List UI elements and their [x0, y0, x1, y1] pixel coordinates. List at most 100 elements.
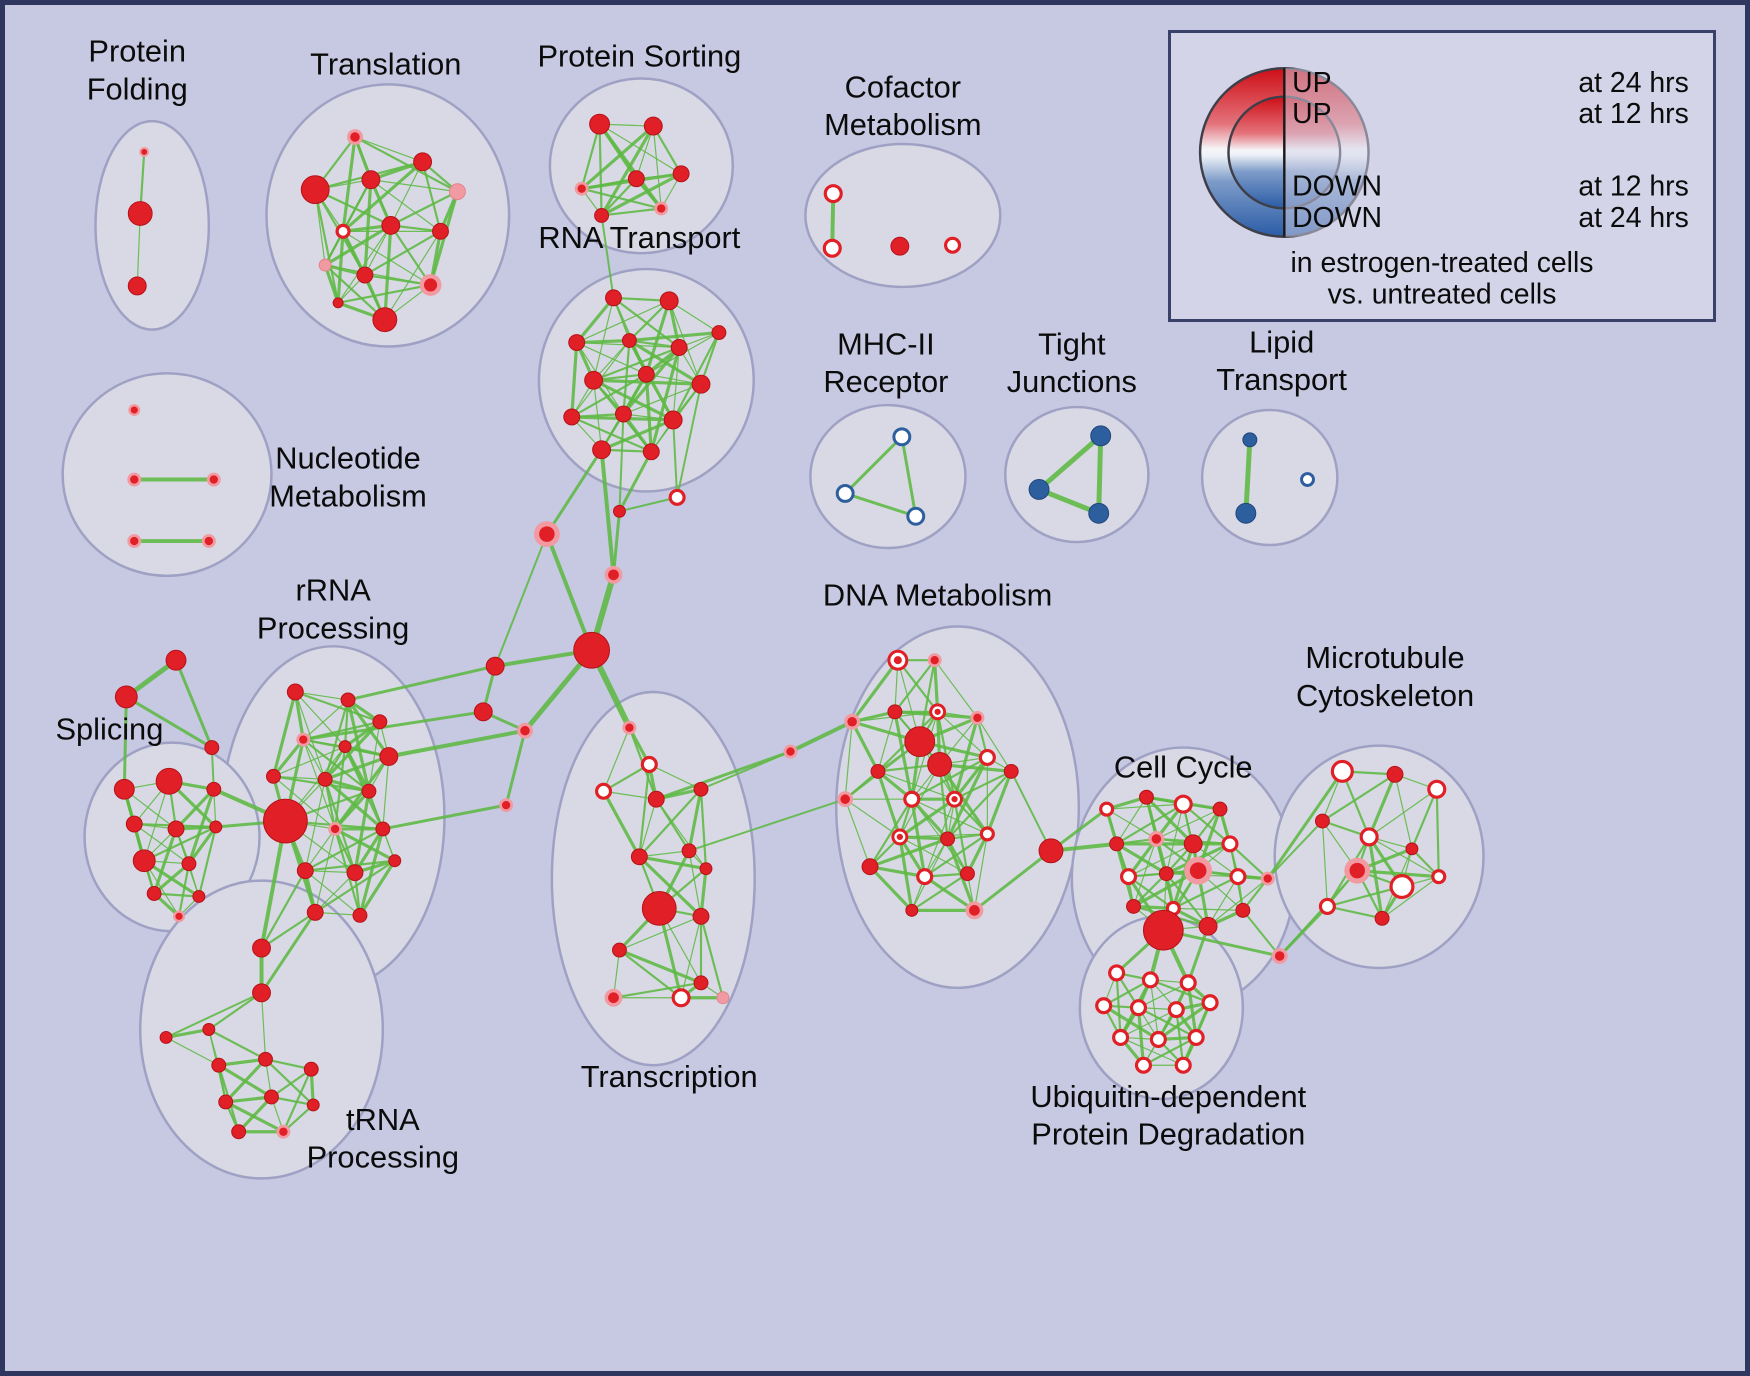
- edge: [1156, 1001, 1212, 1042]
- legend-term-down-12: DOWN: [1292, 171, 1382, 203]
- edge: [336, 283, 432, 304]
- node-r: [252, 983, 271, 1003]
- edge: [1341, 770, 1371, 839]
- node-b: [1090, 425, 1112, 447]
- edge: [580, 124, 655, 191]
- edge: [341, 160, 425, 233]
- edge: [592, 346, 681, 382]
- cluster-label-rrna-processing: Processing: [257, 610, 409, 645]
- node-r: [485, 656, 505, 676]
- node-r: [692, 907, 710, 925]
- edge: [844, 798, 871, 868]
- edge: [648, 763, 702, 790]
- node-br: [892, 427, 912, 447]
- edge: [938, 762, 989, 836]
- edge: [1136, 1006, 1146, 1067]
- edge: [1155, 808, 1221, 840]
- edge: [207, 991, 263, 1031]
- node-rr: [595, 782, 613, 800]
- edge: [260, 911, 317, 950]
- node-ph: [574, 181, 589, 196]
- edge: [304, 859, 396, 872]
- node-rr: [1187, 1028, 1205, 1046]
- edge: [323, 720, 382, 781]
- node-r: [647, 790, 665, 808]
- edge: [1186, 924, 1210, 985]
- node-ph: [604, 988, 623, 1007]
- node-r: [375, 821, 391, 837]
- node-r: [432, 222, 449, 240]
- node-p: [448, 183, 466, 201]
- edge: [384, 230, 442, 321]
- cluster-label-tight-junctions: Junctions: [1007, 364, 1137, 399]
- node-ph: [1184, 856, 1213, 885]
- edge: [342, 230, 432, 286]
- node-r: [699, 862, 713, 876]
- node-r: [584, 370, 604, 390]
- edge: [1010, 770, 1052, 852]
- node-r: [1038, 838, 1064, 864]
- edge: [575, 338, 632, 345]
- edge: [1171, 842, 1195, 910]
- node-ph: [1344, 857, 1371, 884]
- node-r: [1126, 898, 1141, 914]
- node-ph: [927, 653, 942, 668]
- node-r: [592, 440, 612, 460]
- edge: [304, 827, 384, 872]
- node-rr: [1173, 794, 1193, 814]
- edge: [687, 787, 703, 853]
- edge: [1241, 909, 1281, 958]
- legend-time-12b: at 12 hrs: [1578, 171, 1688, 203]
- edge: [570, 340, 579, 419]
- edge: [672, 418, 679, 499]
- edge: [844, 721, 853, 800]
- node-ph: [1271, 948, 1288, 964]
- edge: [294, 691, 349, 701]
- edge: [638, 763, 651, 858]
- edge: [618, 413, 625, 513]
- edge: [972, 849, 1053, 912]
- cluster-label-trna-processing: tRNA: [346, 1102, 420, 1137]
- node-r: [568, 334, 586, 351]
- edge: [601, 789, 641, 859]
- node-r: [296, 862, 314, 880]
- node-r: [940, 831, 956, 847]
- node-rr: [640, 755, 658, 773]
- edge: [389, 190, 459, 227]
- edge: [868, 837, 950, 869]
- edge: [868, 865, 914, 912]
- node-r: [637, 365, 655, 383]
- edge: [1321, 820, 1328, 907]
- node-rr: [1389, 874, 1415, 900]
- edge: [599, 124, 655, 218]
- edge: [1142, 1036, 1198, 1067]
- cluster-label-protein-folding: Folding: [87, 71, 188, 106]
- node-rr: [1174, 1056, 1192, 1074]
- edge: [900, 435, 918, 518]
- node-ph: [837, 791, 854, 808]
- cluster-trna-processing: [138, 879, 385, 1180]
- cluster-label-dna-metabolism: DNA Metabolism: [823, 578, 1052, 613]
- edge: [217, 1057, 268, 1067]
- edge: [602, 727, 631, 792]
- cluster-label-cell-cycle: Cell Cycle: [1114, 749, 1253, 784]
- node-r: [693, 975, 709, 991]
- cluster-label-tight-junctions: Tight: [1038, 326, 1106, 361]
- edge: [314, 828, 336, 913]
- node-ph: [276, 1124, 291, 1139]
- edge: [668, 300, 720, 334]
- node-r: [1158, 866, 1174, 882]
- node-br: [906, 506, 926, 526]
- edge: [1115, 803, 1185, 845]
- edge: [354, 136, 424, 163]
- node-rr: [1318, 897, 1336, 915]
- node-rr: [1149, 1030, 1167, 1048]
- edge: [877, 770, 956, 800]
- edge: [1228, 842, 1269, 880]
- cluster-label-rrna-processing: rRNA: [295, 573, 371, 608]
- edge: [602, 763, 651, 793]
- edge: [599, 447, 616, 577]
- edge: [314, 188, 340, 304]
- edge: [1132, 872, 1168, 908]
